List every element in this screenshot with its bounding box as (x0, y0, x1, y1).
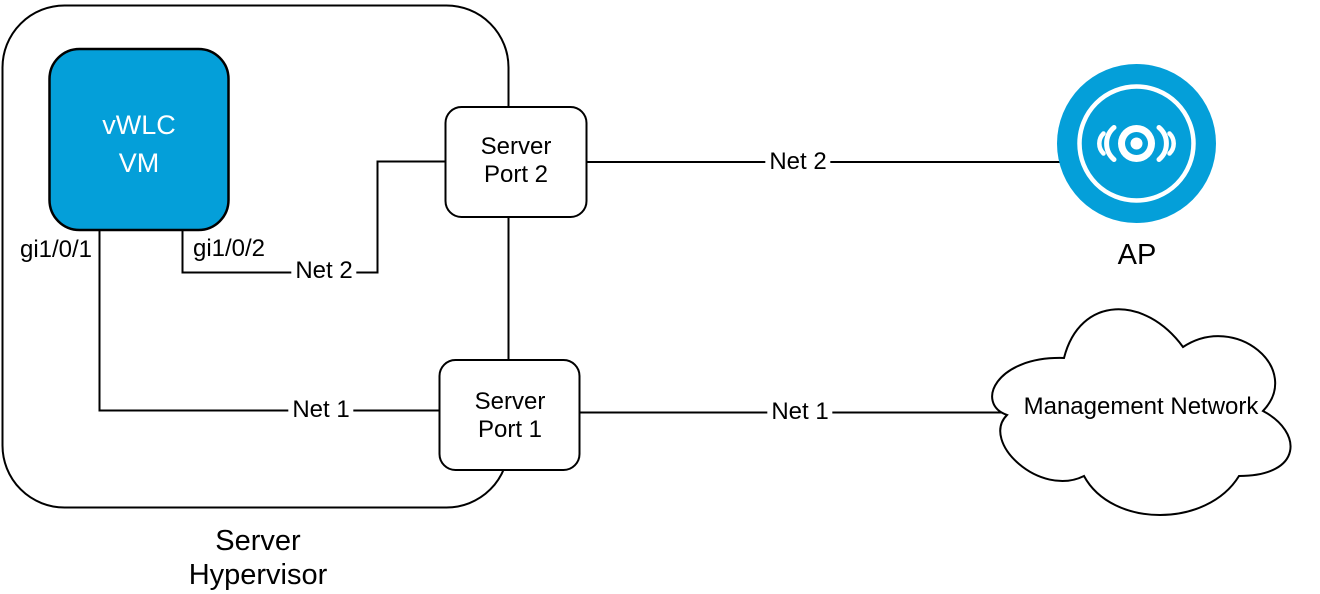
ap-node (1057, 64, 1216, 223)
vwlc-vm-box (48, 47, 230, 232)
net2-inner-edge-label: Net 2 (291, 257, 357, 285)
server-port2-label: Server Port 2 (480, 133, 552, 188)
edge-gi102-net2 (181, 160, 446, 274)
vwlc-vm-label: vWLC VM (102, 110, 176, 178)
server-port2-box (444, 106, 588, 218)
net2-ap-edge-label: Net 2 (765, 148, 831, 176)
gi102-port-label: gi1/0/2 (192, 235, 266, 263)
server-hypervisor-label: Server Hypervisor (188, 525, 328, 591)
net1-mgmt-edge-label: Net 1 (767, 398, 833, 426)
ap-label: AP (1117, 239, 1157, 271)
net1-inner-edge-label: Net 1 (288, 396, 354, 424)
wireless-ap-icon (1077, 84, 1196, 203)
server-port1-label: Server Port 1 (474, 388, 546, 443)
management-network-cloud (991, 308, 1292, 516)
gi101-port-label: gi1/0/1 (19, 236, 93, 264)
management-network-label: Management Network (1023, 393, 1259, 421)
server-port1-box (438, 359, 581, 471)
